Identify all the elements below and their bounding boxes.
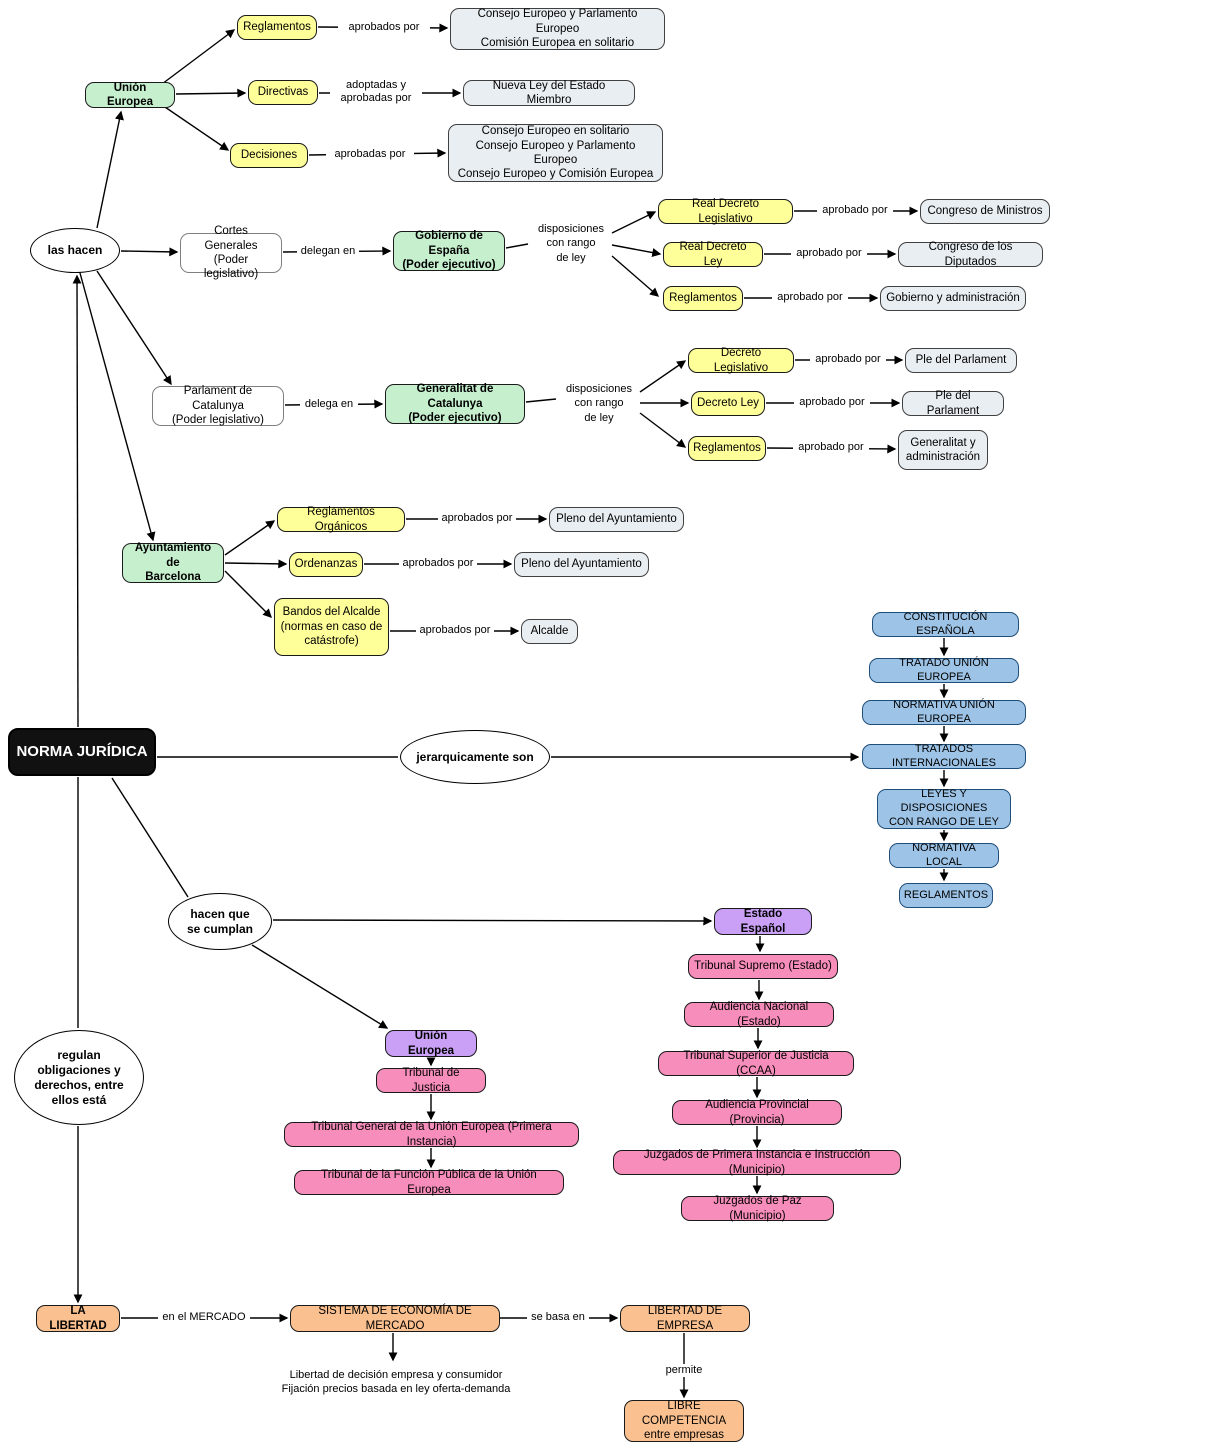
arrow [161,104,230,151]
node-estado-espanol: Estado Español [714,908,812,935]
node-ple-del-parlament-1: Ple del Parlament [905,348,1017,373]
arrow [639,412,687,448]
node-juzgados-primera-instancia: Juzgados de Primera Instancia e Instrucc… [613,1149,901,1176]
ellipse-jerarquicamente-son: jerarquicamente son [400,730,550,784]
node-tribunal-superior-justicia: Tribunal Superior de Justicia (CCAA) [658,1050,854,1077]
node-union-europea-source: Unión Europea [85,82,175,108]
edge-label-aprobado-por-regl-catalunya: aprobado por [793,441,869,455]
node-alcalde: Alcalde [521,619,578,644]
edge-label-aprobado-por-rdl: aprobado por [817,204,893,218]
node-tribunal-supremo: Tribunal Supremo (Estado) [688,954,838,979]
edge-label-aprobados-por-bandos: aprobados por [416,624,494,638]
node-la-libertad: LA LIBERTAD [36,1305,120,1332]
note-libertad-decision: Libertad de decisión empresa y consumido… [265,1368,527,1397]
arrow [79,272,156,542]
edge-label-se-basa-en: se basa en [527,1311,589,1325]
arrow [224,559,288,569]
node-tratado-union-europea: TRATADO UNIÓN EUROPEA [869,657,1019,683]
arrow [611,211,657,234]
node-eu-decisiones: Decisiones [230,143,308,168]
node-real-decreto-legislativo: Real Decreto Legislativo [658,198,793,225]
node-eu-approver-reglamentos: Consejo Europeo y Parlamento Europeo Com… [450,8,665,50]
node-ple-del-parlament-2: Ple del Parlament [902,390,1004,417]
node-generalitat-de-catalunya: Generalitat de Catalunya (Poder ejecutiv… [385,383,525,424]
arrow [161,29,236,85]
node-eu-directivas: Directivas [248,80,318,105]
arrow [505,243,529,249]
node-audiencia-nacional: Audiencia Nacional (Estado) [684,1001,834,1028]
arrow [175,88,247,98]
node-tratados-internacionales: TRATADOS INTERNACIONALES [862,743,1026,769]
node-congreso-de-los-diputados: Congreso de los Diputados [898,241,1043,268]
node-real-decreto-ley: Real Decreto Ley [663,241,763,268]
arrow [525,398,557,403]
note-disposiciones-rango-ley-catalunya: disposiciones con rango de ley [560,382,638,425]
arrow [611,255,660,297]
node-tribunal-funcion-publica-ue: Tribunal de la Función Pública de la Uni… [294,1169,564,1196]
node-juzgados-de-paz: Juzgados de Paz (Municipio) [681,1195,834,1222]
ellipse-hacen-que-se-cumplan: hacen que se cumplan [168,893,272,950]
arrow [120,247,179,257]
arrow [611,244,662,258]
node-gobierno-y-administracion: Gobierno y administración [880,286,1026,311]
node-reglamentos-organicos: Reglamentos Orgánicos [277,506,405,533]
node-normativa-local: NORMATIVA LOCAL [889,842,999,868]
node-ordenanzas: Ordenanzas [289,552,363,577]
arrow [72,274,82,728]
edge-label-aprobados-por-ordenanzas: aprobados por [399,557,477,571]
node-parlament-de-catalunya: Parlament de Catalunya (Poder legislativ… [152,385,284,426]
node-decreto-legislativo: Decreto Legislativo [688,347,794,374]
arrow [639,360,687,393]
node-bandos-del-alcalde: Bandos del Alcalde (normas en caso de ca… [274,598,389,656]
node-decreto-ley: Decreto Ley [691,391,765,416]
node-norma-juridica: NORMA JURÍDICA [8,728,156,776]
arrow [111,777,189,898]
node-pleno-del-ayuntamiento-2: Pleno del Ayuntamiento [514,552,649,577]
arrow [96,110,124,229]
node-eu-approver-directivas: Nueva Ley del Estado Miembro [463,80,635,106]
edge-label-aprobado-por-decreto-ley: aprobado por [794,396,870,410]
note-disposiciones-rango-ley-espana: disposiciones con rango de ley [532,222,610,265]
node-generalitat-y-administracion: Generalitat y administración [898,430,988,470]
node-ayuntamiento-de-barcelona: Ayuntamiento de Barcelona [122,542,224,583]
arrow [251,944,389,1029]
node-libertad-de-empresa: LIBERTAD DE EMPRESA [620,1305,750,1332]
edge-label-adoptadas-aprobadas-por: adoptadas y aprobadas por [330,79,422,106]
ellipse-regulan-obligaciones: regulan obligaciones y derechos, entre e… [14,1030,144,1125]
node-eu-approver-decisiones: Consejo Europeo en solitario Consejo Eur… [448,124,663,182]
edge-label-delega-en: delega en [300,398,358,412]
node-reglamentos-jerarquia: REGLAMENTOS [899,883,993,908]
node-constitucion-espanola: CONSTITUCIÓN ESPAÑOLA [872,611,1019,637]
ellipse-las-hacen: las hacen [30,228,120,273]
node-libre-competencia: LIBRE COMPETENCIA entre empresas [624,1400,744,1442]
node-pleno-del-ayuntamiento-1: Pleno del Ayuntamiento [549,507,684,532]
node-gobierno-de-espana: Gobierno de España (Poder ejecutivo) [393,230,505,271]
node-cortes-generales: Cortes Generales (Poder legislativo) [180,225,282,280]
node-leyes-disposiciones-rango-ley: LEYES Y DISPOSICIONES CON RANGO DE LEY [877,788,1011,829]
edge-label-en-el-mercado: en el MERCADO [158,1311,250,1325]
edge-label-permite: permite [660,1364,708,1378]
edge-label-delegan-en: delegan en [297,245,359,259]
edge-label-aprobado-por-regl-espana: aprobado por [772,291,848,305]
arrow [224,520,276,556]
edge-label-aprobados-por-regl-organicos: aprobados por [438,512,516,526]
edge-label-aprobados-por-eu-reglamentos: aprobados por [338,21,430,35]
node-union-europea-courts: Unión Europea [385,1030,477,1057]
node-eu-reglamentos: Reglamentos [237,15,317,40]
node-tribunal-general-ue: Tribunal General de la Unión Europea (Pr… [284,1121,579,1148]
edge-label-aprobado-por-decreto-leg: aprobado por [810,353,886,367]
node-audiencia-provincial: Audiencia Provincial (Provincia) [672,1099,842,1126]
node-congreso-de-ministros: Congreso de Ministros [920,199,1050,224]
arrow [272,916,713,926]
node-tribunal-de-justicia: Tribunal de Justicia [376,1067,486,1094]
node-reglamentos-catalunya: Reglamentos [688,436,766,461]
edge-label-aprobado-por-rdley: aprobado por [791,247,867,261]
node-normativa-union-europea: NORMATIVA UNIÓN EUROPEA [862,699,1026,725]
node-reglamentos-espana: Reglamentos [663,286,743,311]
arrow [224,570,272,618]
edge-label-aprobadas-por-decisiones: aprobadas por [326,148,414,162]
arrow [96,270,172,386]
node-sistema-economia-mercado: SISTEMA DE ECONOMÍA DE MERCADO [290,1305,500,1332]
